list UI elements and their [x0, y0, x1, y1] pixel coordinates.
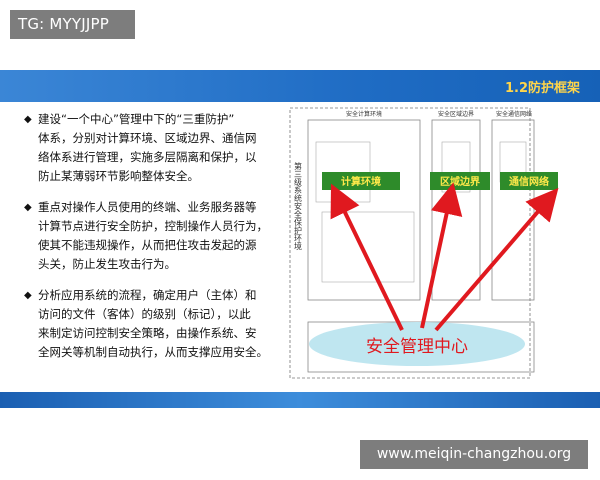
bullet-item-3: ◆ 分析应用系统的流程，确定用户（主体）和 访问的文件（客体）的级别（标记），以… — [24, 286, 268, 362]
slide-title: 1.2防护框架 — [504, 81, 580, 96]
bullet-line: 使其不能违规操作，从而把住攻击发起的源 — [38, 238, 257, 252]
side-label-protection-env: 第三级系统安全保护环境 — [294, 161, 303, 251]
bullet-line: 全网关等机制自动执行，从而支撑应用安全。 — [38, 345, 268, 359]
top-label-network: 安全通信网络 — [496, 110, 532, 118]
diamond-bullet-icon: ◆ — [24, 202, 32, 213]
area-boundary-frame — [431, 119, 481, 301]
management-center-ellipse — [309, 322, 525, 366]
management-center-frame — [307, 321, 535, 373]
diamond-bullet-icon: ◆ — [24, 114, 32, 125]
watermark-bottom: www.meiqin-changzhou.org — [360, 440, 588, 469]
bullet-line: 来制定访问控制安全策略，由操作系统、安 — [38, 326, 257, 340]
arrow-to-compute — [330, 183, 404, 331]
communication-network-frame — [491, 119, 535, 301]
arrow-to-network — [434, 187, 559, 332]
inner-module-box — [321, 211, 415, 283]
diamond-bullet-icon: ◆ — [24, 290, 32, 301]
green-box-boundary-label: 区域边界 — [440, 175, 480, 188]
bullet-line: 体系，分别对计算环境、区域边界、通信网 — [38, 131, 257, 145]
green-box-network — [500, 172, 558, 190]
top-label-boundary: 安全区域边界 — [438, 110, 474, 118]
bullet-line: 访问的文件（客体）的级别（标记），以此 — [38, 307, 251, 321]
compute-environment-frame — [307, 119, 421, 301]
bullet-item-1: ◆ 建设“一个中心”管理中下的“三重防护” 体系，分别对计算环境、区域边界、通信… — [24, 110, 257, 186]
bullet-line: 络体系进行管理，实施多层隔离和保护，以 — [38, 150, 257, 164]
bullet-line: 计算节点进行安全防护，控制操作人员行为， — [38, 219, 268, 233]
green-box-network-label: 通信网络 — [509, 175, 549, 188]
green-box-compute-label: 计算环境 — [341, 175, 381, 188]
slide: 1.2防护框架 ◆ 建设“一个中心”管理中下的“三重防护” 体系，分别对计算环境… — [0, 70, 600, 408]
bullet-line: 头关，防止发生攻击行为。 — [38, 257, 176, 271]
bullet-line: 防止某薄弱环节影响整体安全。 — [38, 169, 199, 183]
protection-framework-diagram: 安全计算环境 安全区域边界 安全通信网络 第三级系统安全保护环境 计算环境 区域… — [289, 107, 559, 379]
outer-dashed-frame — [289, 107, 531, 379]
bullet-line: 分析应用系统的流程，确定用户（主体）和 — [38, 288, 257, 302]
watermark-top: TG: MYYJJPP — [10, 10, 135, 39]
management-center-label: 安全管理中心 — [366, 337, 468, 357]
top-label-compute: 安全计算环境 — [346, 110, 382, 118]
slide-header-band: 1.2防护框架 — [0, 70, 600, 102]
bullet-item-2: ◆ 重点对操作人员使用的终端、业务服务器等 计算节点进行安全防护，控制操作人员行… — [24, 198, 268, 274]
slide-footer-band — [0, 392, 600, 408]
bullet-line: 建设“一个中心”管理中下的“三重防护” — [38, 112, 235, 126]
arrow-to-boundary — [420, 182, 463, 329]
bullet-line: 重点对操作人员使用的终端、业务服务器等 — [38, 200, 257, 214]
